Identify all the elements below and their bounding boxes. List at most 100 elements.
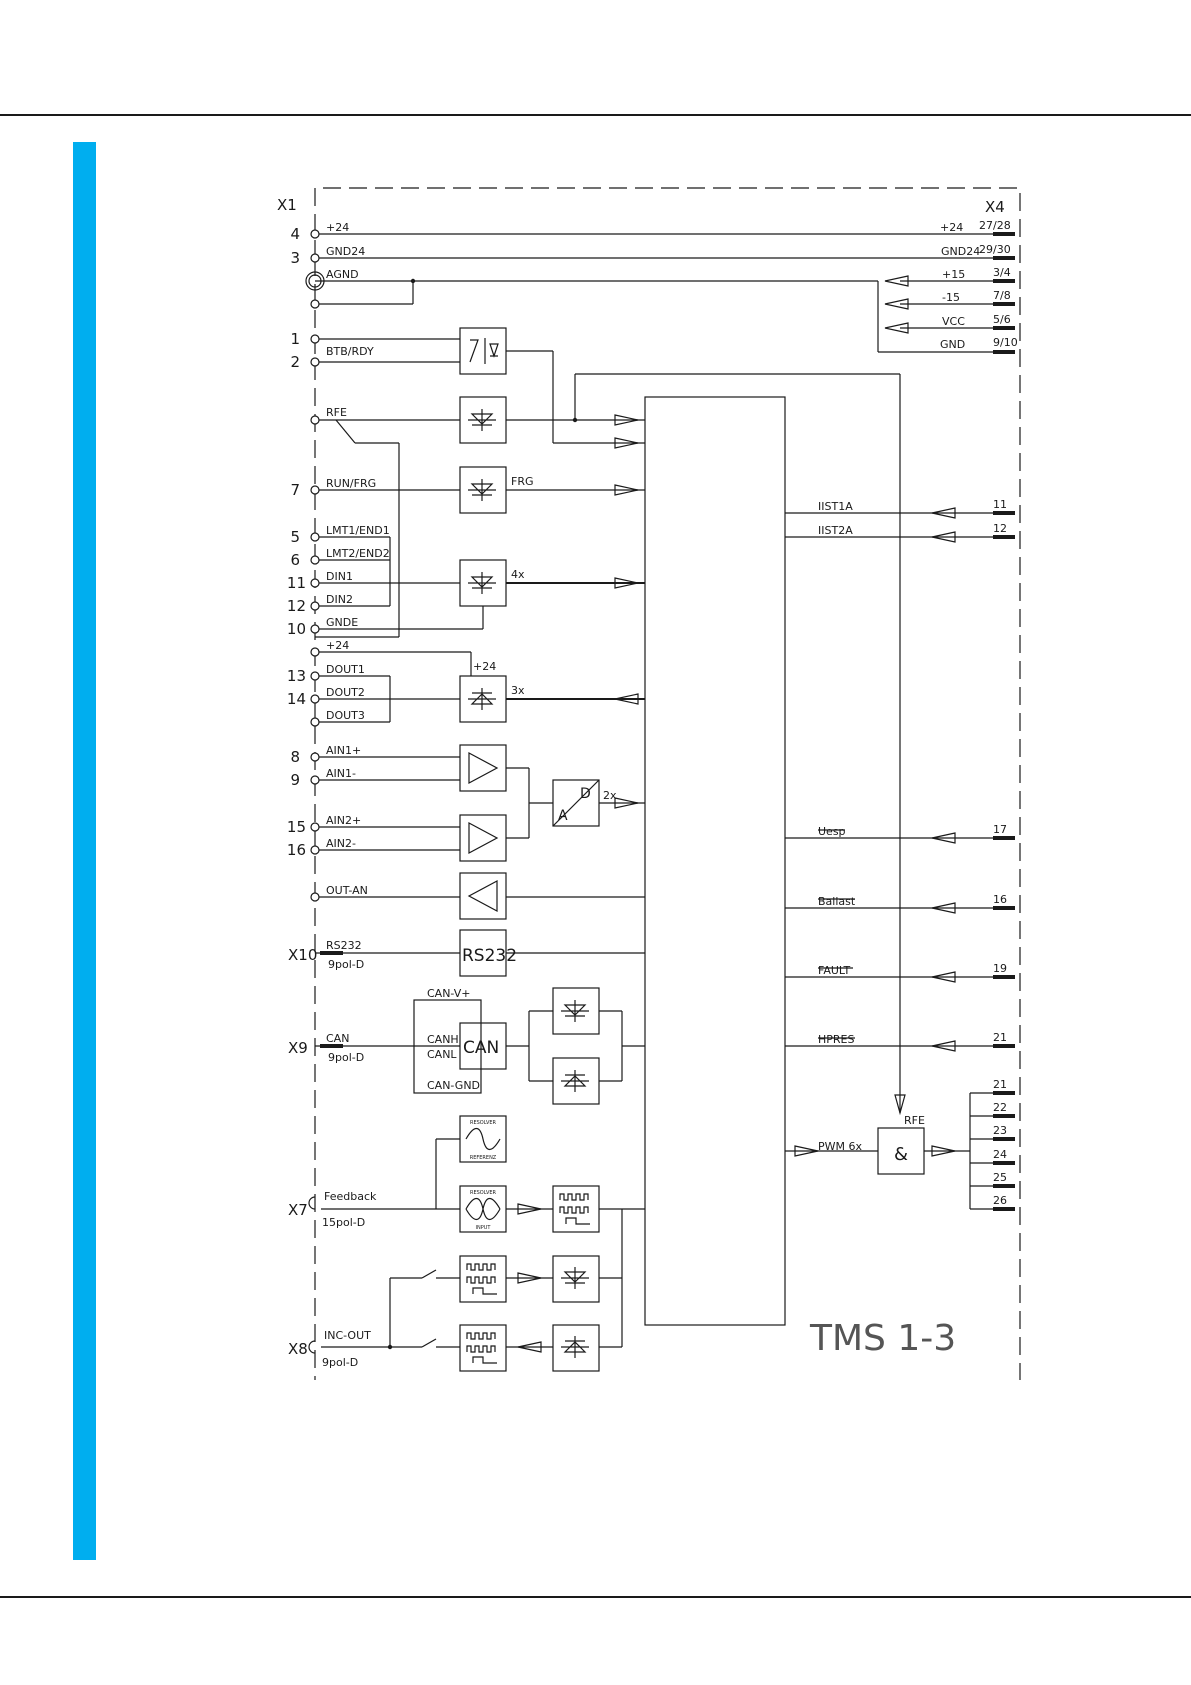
x1-pin-number: 9 <box>290 771 300 789</box>
x1-pin-number: 5 <box>290 528 300 546</box>
resolver-ref-bottom-label: REFERENZ <box>470 1155 497 1161</box>
x4-signal-label: +24 <box>940 221 963 234</box>
rs232-port-label: RS232 <box>326 939 362 952</box>
x4-pin-number: 7/8 <box>993 289 1011 302</box>
pwm-output-number: 22 <box>993 1101 1007 1114</box>
and-gate-symbol: & <box>894 1144 908 1165</box>
ain-count-label: 2x <box>603 789 617 802</box>
right-signal-label: IIST2A <box>818 524 853 537</box>
pwm-output-number: 23 <box>993 1124 1007 1137</box>
rfe-gate-label: RFE <box>904 1114 925 1127</box>
right-signal-number: 21 <box>993 1031 1007 1044</box>
right-signal-number: 19 <box>993 962 1007 975</box>
can-block-label: CAN <box>463 1038 499 1058</box>
x1-signal-label: AGND <box>326 268 359 281</box>
can-h-label: CANH <box>427 1033 459 1046</box>
ain2-amplifier-block <box>459 814 507 862</box>
pwm-output-number: 24 <box>993 1148 1007 1161</box>
x1-signal-label: LMT2/END2 <box>326 547 390 560</box>
accent-sidebar-bar <box>73 142 96 1560</box>
x4-pin-number: 29/30 <box>979 243 1011 256</box>
x1-signal-label: DOUT1 <box>326 663 365 676</box>
x1-signal-label: AIN1+ <box>326 744 361 757</box>
can-port-label: CAN <box>326 1032 349 1045</box>
x4-pin-number: 5/6 <box>993 313 1011 326</box>
x1-pin-number: 14 <box>287 690 306 708</box>
x1-pin-number: 12 <box>287 597 306 615</box>
dout-count-label: 3x <box>511 684 525 697</box>
x1-signal-label: RUN/FRG <box>326 477 376 490</box>
connector-x8-label: X8 <box>288 1340 308 1358</box>
x1-signal-label: AIN2+ <box>326 814 361 827</box>
frg-label: FRG <box>511 475 534 488</box>
can-l-label: CANL <box>427 1048 457 1061</box>
x1-pin-number: 11 <box>287 574 306 592</box>
connector-x1-label: X1 <box>277 196 297 214</box>
x1-pin-number: 10 <box>287 620 306 638</box>
right-signal-number: 12 <box>993 522 1007 535</box>
adc-d-label: D <box>580 786 591 802</box>
resolver-reference-block <box>459 1115 507 1163</box>
resolver-in-top-label: RESOLVER <box>470 1190 497 1196</box>
x4-pin-number: 27/28 <box>979 219 1011 232</box>
connector-x7-label: X7 <box>288 1201 308 1219</box>
inc-opto-out-block <box>552 1324 600 1372</box>
x1-pin-number: 6 <box>290 551 300 569</box>
right-signal-number: 17 <box>993 823 1007 836</box>
right-signal-label: Uesp <box>818 825 846 838</box>
x1-signal-label: +24 <box>326 221 349 234</box>
inc-pulse-block-1 <box>459 1255 507 1303</box>
x1-signal-label: DIN1 <box>326 570 353 583</box>
can-port-sublabel: 9pol-D <box>328 1051 364 1064</box>
x1-signal-label: BTB/RDY <box>326 345 374 358</box>
can-gnd-label: CAN-GND <box>427 1079 480 1092</box>
x1-pin-number: 15 <box>287 818 306 836</box>
rs232-port-sublabel: 9pol-D <box>328 958 364 971</box>
rs232-block-label: RS232 <box>462 946 517 966</box>
right-signal-number: 16 <box>993 893 1007 906</box>
x1-pin-number: 3 <box>290 249 300 267</box>
x4-signal-label: GND <box>940 338 965 351</box>
x1-signal-label: AIN2- <box>326 837 356 850</box>
x1-pin-number: 4 <box>290 225 300 243</box>
frame-boundary <box>314 187 1021 1380</box>
x4-signal-label: VCC <box>942 315 965 328</box>
x4-pin-number: 3/4 <box>993 266 1011 279</box>
model-title: TMS 1-3 <box>809 1318 956 1359</box>
dout-supply-label: +24 <box>473 660 496 673</box>
connector-x10-label: X10 <box>288 946 317 964</box>
right-signal-label: Ballast <box>818 895 856 908</box>
right-signal-label: HPRES <box>818 1033 854 1046</box>
connector-x9-label: X9 <box>288 1039 308 1057</box>
x1-pin-number: 16 <box>287 841 306 859</box>
connector-x4-label: X4 <box>985 198 1005 216</box>
x1-signal-label: DOUT2 <box>326 686 365 699</box>
right-signal-label: IIST1A <box>818 500 853 513</box>
pwm-output-number: 25 <box>993 1171 1007 1184</box>
x1-pin-number: 8 <box>290 748 300 766</box>
x1-pin-number: 1 <box>290 330 300 348</box>
header-rule <box>0 114 1191 116</box>
right-signal-number: 11 <box>993 498 1007 511</box>
right-signal-label: FAULT <box>818 964 851 977</box>
can-v-label: CAN-V+ <box>427 987 471 1000</box>
footer-rule <box>0 1596 1191 1598</box>
x1-signal-label: +24 <box>326 639 349 652</box>
ain1-amplifier-block <box>459 744 507 792</box>
x1-signal-label: GND24 <box>326 245 365 258</box>
btb-relay-block <box>459 327 507 375</box>
x4-signal-label: +15 <box>942 268 965 281</box>
x1-pin-number: 13 <box>287 667 306 685</box>
x1-signal-label: OUT-AN <box>326 884 368 897</box>
analog-out-amplifier-block <box>459 872 507 920</box>
pwm-output-number: 21 <box>993 1078 1007 1091</box>
adc-a-label: A <box>558 808 568 824</box>
inc-out-port-sublabel: 9pol-D <box>322 1356 358 1369</box>
din-count-label: 4x <box>511 568 525 581</box>
x1-pin-number: 2 <box>290 353 300 371</box>
x1-signal-label: GNDE <box>326 616 358 629</box>
inc-opto-in-block <box>552 1255 600 1303</box>
x1-signal-label: LMT1/END1 <box>326 524 390 537</box>
agnd-shield-icon <box>305 271 325 291</box>
